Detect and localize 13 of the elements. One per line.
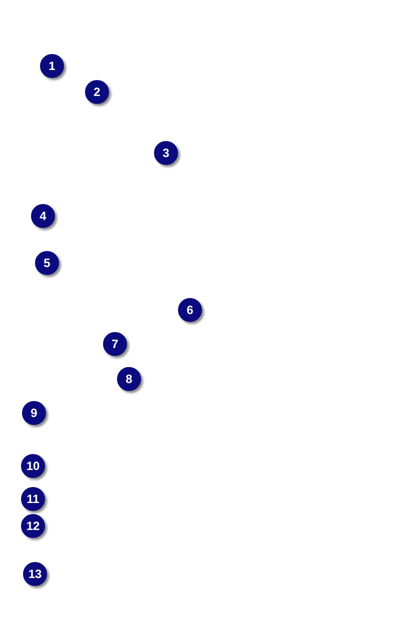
callout-number: 12	[21, 514, 45, 538]
callout-number: 1	[40, 54, 64, 78]
callout-number: 8	[117, 367, 141, 391]
callout-number: 13	[23, 562, 47, 586]
callout-number: 7	[103, 332, 127, 356]
callout-number: 10	[21, 454, 45, 478]
callout-number: 6	[178, 298, 202, 322]
callout-number: 5	[35, 251, 59, 275]
callout-number: 3	[154, 141, 178, 165]
callout-number: 11	[21, 487, 45, 511]
callout-number: 9	[22, 401, 46, 425]
callout-number: 4	[31, 204, 55, 228]
callout-number: 2	[85, 80, 109, 104]
